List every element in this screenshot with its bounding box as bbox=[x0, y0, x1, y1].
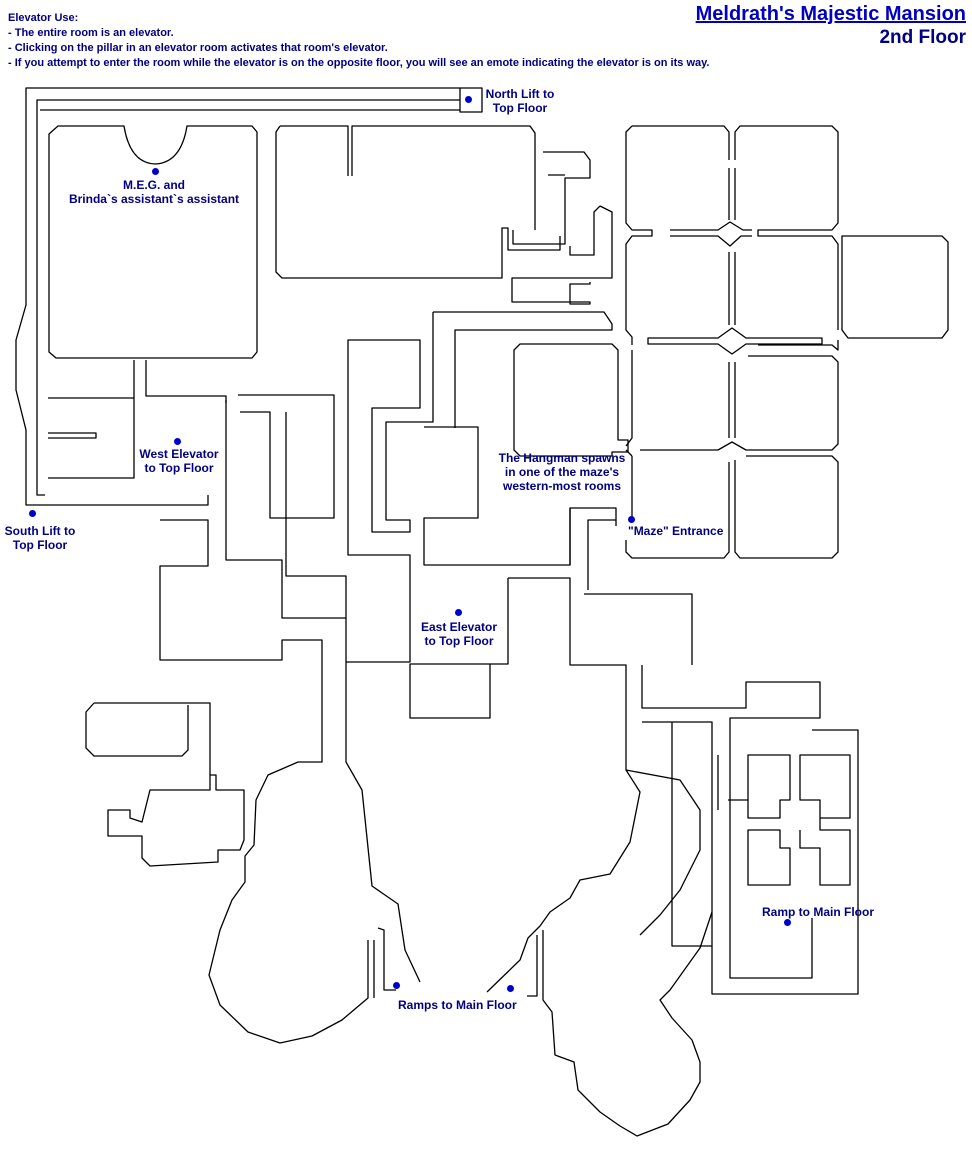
south-east-rooms bbox=[717, 754, 851, 886]
north-link bbox=[285, 311, 613, 663]
west-elevator-marker[interactable] bbox=[174, 438, 181, 445]
hangman-label: The Hangman spawns in one of the maze's … bbox=[492, 451, 632, 493]
maze-cross-1 bbox=[670, 168, 752, 325]
east-elevator-marker[interactable] bbox=[455, 609, 462, 616]
west-elevator-room bbox=[48, 360, 227, 479]
maze-mid bbox=[647, 327, 823, 355]
notes-heading: Elevator Use: bbox=[8, 12, 79, 24]
maze-entrance-marker[interactable] bbox=[628, 516, 635, 523]
meg-label-line-1: M.E.G. and bbox=[122, 178, 185, 192]
east-elevator-label: East Elevator to Top Floor bbox=[414, 620, 504, 648]
maze-room-3 bbox=[513, 343, 629, 457]
hangman-label-line-3: western-most rooms bbox=[502, 479, 622, 493]
lower-hall-wall bbox=[409, 578, 509, 719]
central-corridor bbox=[225, 400, 346, 619]
map-title: Meldrath's Majestic Mansion 2nd Floor bbox=[696, 2, 966, 49]
east-elevator-label-line-2: to Top Floor bbox=[424, 634, 494, 648]
meg-label: M.E.G. and Brinda`s assistant`s assistan… bbox=[54, 178, 254, 206]
north-lift-marker[interactable] bbox=[465, 96, 472, 103]
north-room bbox=[275, 125, 561, 279]
ramp-east bbox=[527, 911, 713, 1137]
meg-marker[interactable] bbox=[152, 168, 159, 175]
maze-room-1 bbox=[632, 125, 839, 351]
west-corridor-inner-wall bbox=[36, 99, 460, 496]
notes-line-2: - Clicking on the pillar in an elevator … bbox=[8, 42, 388, 54]
west-side-room bbox=[94, 702, 245, 867]
ramp-main-label: Ramp to Main Floor bbox=[762, 905, 874, 919]
meg-label-line-2: Brinda`s assistant`s assistant bbox=[68, 192, 240, 206]
maze-room-2 bbox=[625, 125, 653, 345]
south-lift-label-line-2: Top Floor bbox=[12, 538, 68, 552]
floor-name: 2nd Floor bbox=[879, 27, 966, 48]
ramp-main-marker[interactable] bbox=[784, 919, 791, 926]
maze-room-4 bbox=[625, 350, 633, 520]
maze-room-5 bbox=[625, 355, 839, 559]
west-corridor-outer-wall bbox=[15, 87, 460, 506]
west-elevator-label: West Elevator to Top Floor bbox=[134, 447, 224, 475]
south-lift-label-line-1: South Lift to bbox=[4, 524, 76, 538]
west-elevator-label-line-2: to Top Floor bbox=[144, 461, 214, 475]
maze-link bbox=[569, 508, 617, 565]
east-elevator-label-line-1: East Elevator bbox=[420, 620, 498, 634]
notes-line-1: - The entire room is an elevator. bbox=[8, 27, 174, 39]
west-small-room bbox=[85, 702, 189, 757]
maze-entrance-label: "Maze" Entrance bbox=[628, 524, 724, 538]
south-lift-marker[interactable] bbox=[29, 510, 36, 517]
north-side-corridor bbox=[511, 205, 613, 305]
ramps-main-marker-east[interactable] bbox=[507, 985, 514, 992]
north-lift-label-line-1: North Lift to bbox=[485, 87, 555, 101]
meg-room bbox=[48, 125, 258, 359]
ramps-main-label: Ramps to Main Floor bbox=[398, 998, 517, 1012]
west-room bbox=[159, 519, 369, 1044]
mansion-name: Meldrath's Majestic Mansion bbox=[695, 3, 966, 25]
hangman-label-line-2: in one of the maze's bbox=[504, 465, 620, 479]
hangman-label-line-1: The Hangman spawns bbox=[498, 451, 626, 465]
south-east-outer bbox=[711, 729, 859, 995]
north-lift-label-line-2: Top Floor bbox=[492, 101, 548, 115]
notes-line-3: - If you attempt to enter the room while… bbox=[8, 57, 710, 69]
north-lift-room bbox=[459, 87, 483, 113]
elevator-use-notes: Elevator Use: - The entire room is an el… bbox=[8, 11, 709, 71]
lower-hall-east bbox=[486, 577, 641, 993]
west-elevator-label-line-1: West Elevator bbox=[139, 447, 219, 461]
north-lift-label: North Lift to Top Floor bbox=[480, 87, 560, 115]
central-corridor-inner bbox=[238, 394, 335, 519]
ramps-main-marker-west[interactable] bbox=[393, 982, 400, 989]
ramp-west bbox=[373, 927, 396, 998]
south-east-arc bbox=[625, 769, 701, 936]
lower-hall bbox=[345, 662, 421, 983]
south-lift-label: South Lift to Top Floor bbox=[0, 524, 80, 552]
maze-east-room bbox=[841, 235, 949, 339]
north-room-passage bbox=[512, 151, 591, 245]
